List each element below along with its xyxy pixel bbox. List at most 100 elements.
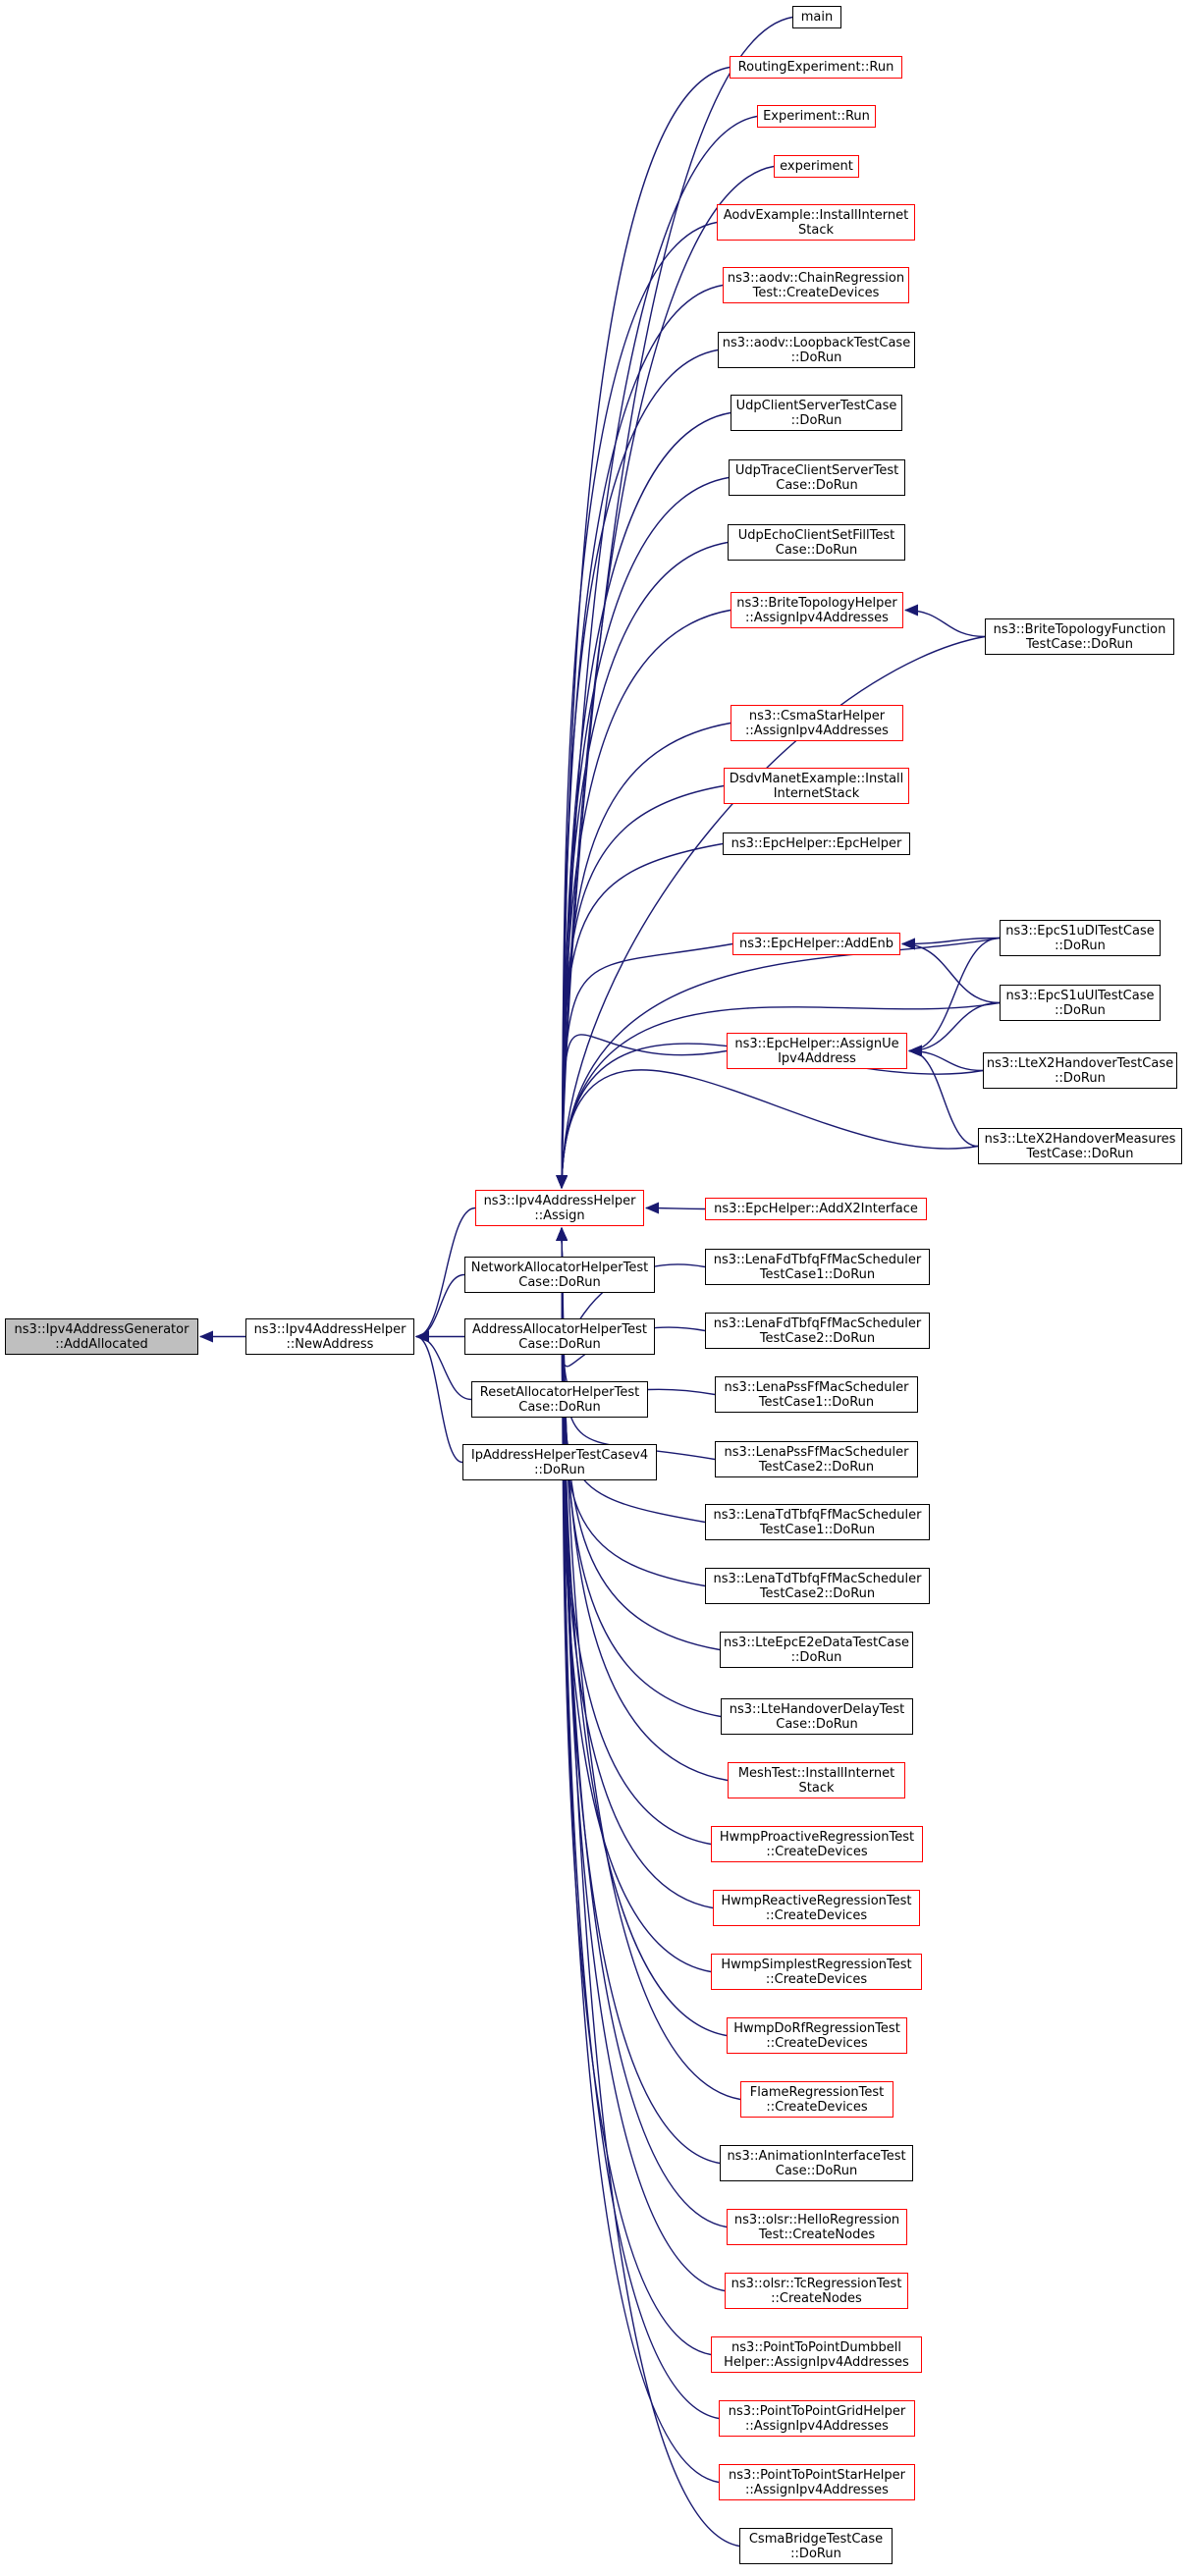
node-expdun[interactable]: Experiment::Run bbox=[757, 105, 876, 128]
node-aodvloop[interactable]: ns3::aodv::LoopbackTestCase::DoRun bbox=[718, 332, 915, 368]
node-label-line: AddressAllocatorHelperTest bbox=[472, 1321, 647, 1337]
node-hwmpproactive[interactable]: HwmpProactiveRegressionTest::CreateDevic… bbox=[711, 1826, 923, 1862]
node-hwmpreactive[interactable]: HwmpReactiveRegressionTest::CreateDevice… bbox=[713, 1890, 920, 1926]
node-label-line: ns3::EpcHelper::AddX2Interface bbox=[714, 1202, 918, 1216]
node-olsrtc[interactable]: ns3::olsr::TcRegressionTest::CreateNodes bbox=[725, 2273, 908, 2309]
node-label-line: Case::DoRun bbox=[518, 1336, 601, 1352]
node-label-line: HwmpProactiveRegressionTest bbox=[719, 1829, 915, 1845]
node-label-line: ::AssignIpv4Addresses bbox=[745, 2482, 889, 2497]
node-label-line: ns3::LenaFdTbfqFfMacScheduler bbox=[713, 1252, 922, 1267]
node-label-line: ns3::Ipv4AddressHelper bbox=[253, 1321, 406, 1337]
node-epcul[interactable]: ns3::EpcS1uUlTestCase::DoRun bbox=[1000, 985, 1161, 1021]
node-label-line: ::CreateDevices bbox=[765, 1907, 868, 1923]
node-label-line: ns3::LteHandoverDelayTest bbox=[729, 1701, 905, 1717]
node-label-line: ns3::aodv::LoopbackTestCase bbox=[722, 335, 911, 350]
node-label-line: TestCase2::DoRun bbox=[759, 1585, 876, 1601]
node-ltex2[interactable]: ns3::LteX2HandoverTestCase::DoRun bbox=[983, 1052, 1177, 1089]
node-lteepc[interactable]: ns3::LteEpcE2eDataTestCase::DoRun bbox=[720, 1632, 913, 1668]
edge-epcdl-to-assign bbox=[556, 937, 1001, 1189]
node-assign[interactable]: ns3::Ipv4AddressHelper::Assign bbox=[475, 1190, 644, 1226]
node-label-line: MeshTest::InstallInternet bbox=[737, 1765, 895, 1781]
node-label-line: ::DoRun bbox=[1055, 938, 1106, 953]
node-main[interactable]: main bbox=[792, 6, 841, 28]
node-label-line: ns3::LteX2HandoverTestCase bbox=[986, 1055, 1174, 1071]
node-label-line: ns3::olsr::TcRegressionTest bbox=[731, 2276, 902, 2291]
node-label-line: ::AssignIpv4Addresses bbox=[745, 723, 889, 738]
node-label-line: NetworkAllocatorHelperTest bbox=[470, 1260, 649, 1275]
node-label-line: ::NewAddress bbox=[286, 1336, 374, 1352]
node-label-line: Experiment::Run bbox=[763, 109, 870, 124]
node-epchelper[interactable]: ns3::EpcHelper::EpcHelper bbox=[723, 832, 910, 855]
node-p2pstar[interactable]: ns3::PointToPointStarHelper::AssignIpv4A… bbox=[719, 2464, 915, 2500]
node-britehelper[interactable]: ns3::BriteTopologyHelper::AssignIpv4Addr… bbox=[731, 592, 903, 628]
node-label-line: Case::DoRun bbox=[518, 1274, 601, 1290]
edge-ltex2meas-to-assign bbox=[556, 1069, 979, 1189]
node-label-line: ::DoRun bbox=[790, 1649, 842, 1665]
node-csmabridge[interactable]: CsmaBridgeTestCase::DoRun bbox=[739, 2528, 893, 2564]
edge-epcdl-to-addenb bbox=[901, 937, 1001, 950]
node-hwmpsimplest[interactable]: HwmpSimplestRegressionTest::CreateDevice… bbox=[711, 1954, 922, 1990]
node-label-line: main bbox=[800, 10, 834, 25]
node-label-line: TestCase::DoRun bbox=[1026, 1146, 1134, 1161]
node-label-line: ns3::LteX2HandoverMeasures bbox=[984, 1131, 1176, 1147]
node-label-line: UdpEchoClientSetFillTest bbox=[737, 527, 895, 543]
node-label-line: HwmpSimplestRegressionTest bbox=[721, 1957, 912, 1972]
node-label-line: InternetStack bbox=[773, 785, 860, 801]
node-p2pgrid[interactable]: ns3::PointToPointGridHelper::AssignIpv4A… bbox=[719, 2400, 915, 2437]
node-label-line: ::CreateDevices bbox=[766, 2035, 868, 2051]
node-hwmpdorf[interactable]: HwmpDoRfRegressionTest::CreateDevices bbox=[727, 2017, 907, 2054]
node-label-line: ns3::BriteTopologyFunction bbox=[993, 621, 1166, 637]
node-routingexp[interactable]: RoutingExperiment::Run bbox=[730, 56, 902, 79]
node-label-line: TestCase::DoRun bbox=[1025, 636, 1134, 652]
node-label-line: ns3::aodv::ChainRegression bbox=[727, 270, 905, 286]
node-newaddress[interactable]: ns3::Ipv4AddressHelper::NewAddress bbox=[245, 1318, 414, 1355]
node-ipaddrv4[interactable]: IpAddressHelperTestCasev4::DoRun bbox=[462, 1444, 657, 1480]
node-label-line: ::DoRun bbox=[790, 2546, 841, 2561]
node-flame[interactable]: FlameRegressionTest::CreateDevices bbox=[740, 2081, 893, 2118]
edge-britefunc-to-britehelper bbox=[904, 604, 986, 638]
node-label-line: DsdvManetExample::Install bbox=[729, 771, 904, 786]
node-epcdl[interactable]: ns3::EpcS1uDlTestCase::DoRun bbox=[1000, 920, 1161, 956]
node-label-line: ::DoRun bbox=[790, 349, 842, 365]
node-label-line: ns3::LenaTdTbfqFfMacScheduler bbox=[713, 1571, 922, 1586]
node-label-line: Case::DoRun bbox=[776, 1716, 858, 1732]
node-experiment[interactable]: experiment bbox=[774, 155, 859, 178]
node-label-line: ::DoRun bbox=[1055, 1002, 1106, 1018]
node-label-line: UdpClientServerTestCase bbox=[735, 398, 897, 413]
node-label-line: Case::DoRun bbox=[776, 477, 858, 493]
node-label-line: ::AddAllocated bbox=[55, 1336, 148, 1352]
node-csmastar[interactable]: ns3::CsmaStarHelper::AssignIpv4Addresses bbox=[731, 705, 903, 741]
edge-ipaddrv4-to-newaddress bbox=[415, 1330, 463, 1464]
node-addalloc: ns3::Ipv4AddressGenerator::AddAllocated bbox=[5, 1318, 198, 1355]
edge-britefunc-to-assign bbox=[556, 635, 986, 1189]
node-label-line: Stack bbox=[798, 222, 834, 238]
node-addenb[interactable]: ns3::EpcHelper::AddEnb bbox=[732, 933, 900, 955]
node-label-line: TestCase1::DoRun bbox=[759, 1266, 876, 1282]
node-udpcs[interactable]: UdpClientServerTestCase::DoRun bbox=[731, 395, 902, 431]
node-addx2[interactable]: ns3::EpcHelper::AddX2Interface bbox=[705, 1198, 927, 1220]
edge-ltex2-to-assign bbox=[556, 1043, 984, 1189]
